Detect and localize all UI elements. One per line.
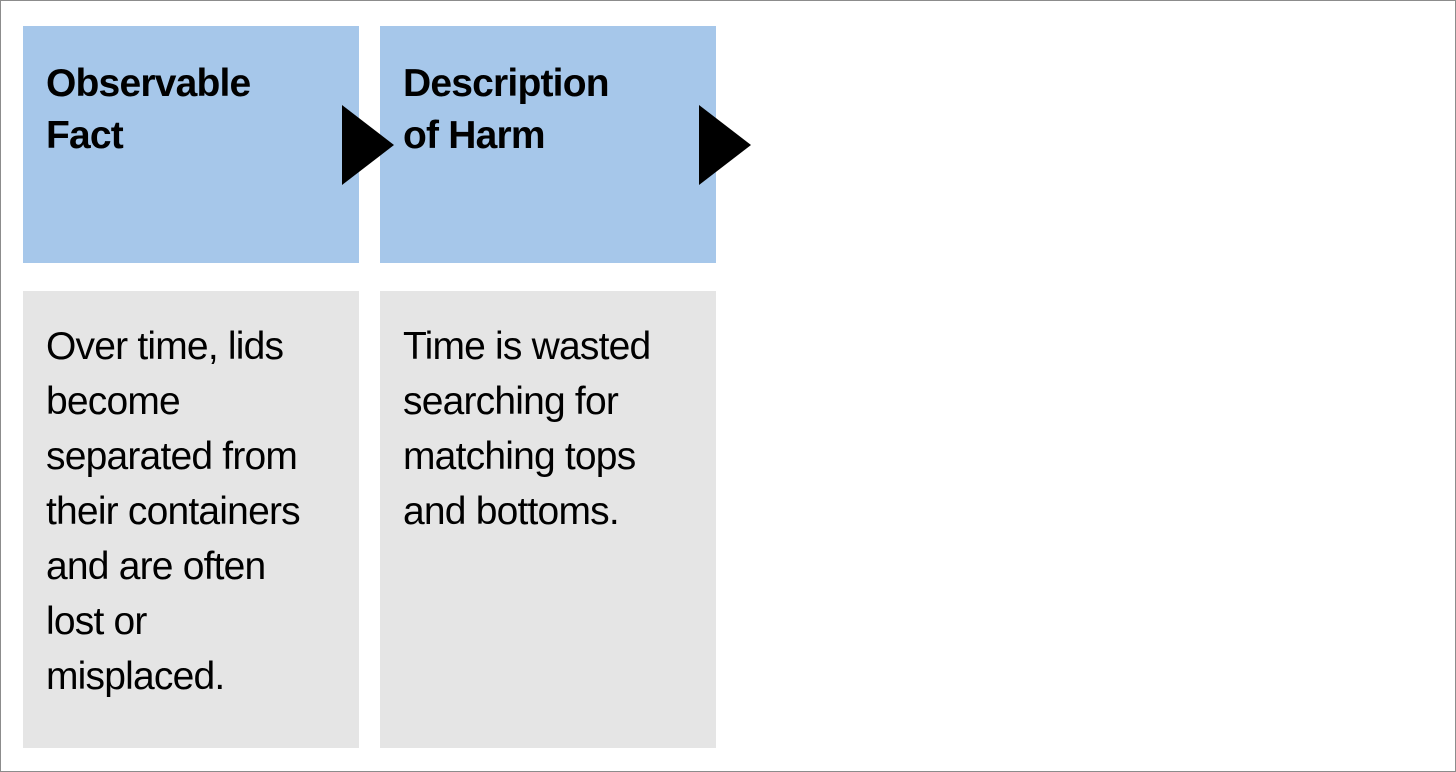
description-of-harm-header-box: Description of Harm	[380, 26, 716, 263]
observable-fact-body-box: Over time, lids become separated from th…	[23, 291, 359, 748]
description-of-harm-heading-line-2: of Harm	[403, 114, 546, 157]
observable-fact-body-line: misplaced.	[46, 655, 225, 698]
observable-fact-body-line: and are often	[46, 545, 266, 588]
description-of-harm-body-text: Time is wasted searching for matching to…	[403, 319, 696, 539]
right-arrow-icon	[699, 105, 751, 185]
observable-fact-body-line: lost or	[46, 600, 147, 643]
observable-fact-body-line: become	[46, 380, 181, 423]
description-of-harm-body-line: and bottoms.	[403, 490, 620, 533]
description-of-harm-body-line: Time is wasted	[403, 325, 651, 368]
observable-fact-body-line: separated from	[46, 435, 298, 478]
observable-fact-heading-line-2: Fact	[46, 114, 124, 157]
observable-fact-heading: Observable Fact	[46, 58, 339, 162]
observable-fact-body-text: Over time, lids become separated from th…	[46, 319, 339, 704]
observable-fact-header-box: Observable Fact	[23, 26, 359, 263]
observable-fact-body-line: Over time, lids	[46, 325, 284, 368]
description-of-harm-heading: Description of Harm	[403, 58, 696, 162]
description-of-harm-body-line: matching tops	[403, 435, 636, 478]
description-of-harm-body-box: Time is wasted searching for matching to…	[380, 291, 716, 748]
observable-fact-heading-line-1: Observable	[46, 62, 251, 105]
description-of-harm-heading-line-1: Description	[403, 62, 610, 105]
description-of-harm-body-line: searching for	[403, 380, 619, 423]
observable-fact-body-line: their containers	[46, 490, 301, 533]
right-arrow-icon	[342, 105, 394, 185]
